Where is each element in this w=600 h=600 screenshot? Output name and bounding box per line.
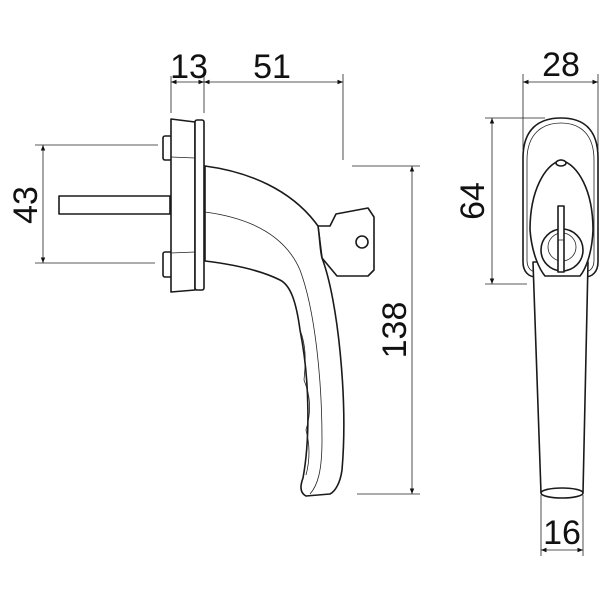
grip-end (540, 487, 584, 499)
housing-tip (555, 159, 567, 167)
dimension-13: 13 (170, 48, 208, 113)
dim-label-28: 28 (542, 46, 580, 84)
dim-label-16: 16 (543, 514, 581, 552)
dimension-43: 43 (7, 144, 158, 264)
dimension-16: 16 (540, 495, 584, 556)
dim-label-51: 51 (253, 48, 291, 86)
dim-label-64: 64 (454, 182, 492, 220)
dimension-51: 51 (204, 48, 344, 160)
dimension-138: 138 (352, 165, 420, 495)
front-view: 28 64 16 (454, 46, 599, 556)
key-front (557, 205, 565, 273)
dimension-28: 28 (522, 46, 599, 150)
base-rosette (170, 118, 196, 293)
key-hole (355, 235, 369, 249)
lever-front (532, 261, 589, 494)
dim-label-43: 43 (7, 186, 45, 224)
base-plate (194, 119, 205, 291)
dimension-64: 64 (454, 117, 545, 285)
key (317, 207, 375, 277)
dim-label-13: 13 (170, 48, 208, 86)
side-view: 13 51 43 138 (7, 48, 420, 497)
spindle (58, 195, 171, 215)
dim-label-138: 138 (376, 302, 414, 359)
